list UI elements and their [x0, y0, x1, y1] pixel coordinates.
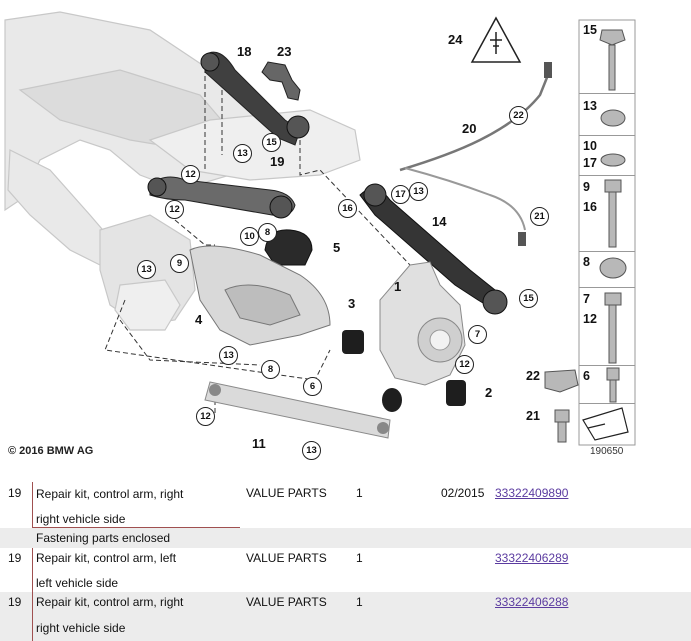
exploded-parts-diagram: 18 23 24 19 20 14 5 1 3 4 2 11 15 13 12 …: [4, 11, 636, 460]
circled-callout-17: 17: [391, 185, 410, 204]
circled-callout-12: 12: [165, 200, 184, 219]
panel-number-21: 21: [526, 409, 540, 423]
table-row-note: Fastening parts enclosed: [0, 528, 691, 548]
position-number: 19: [8, 551, 22, 565]
panel-number-17: 17: [583, 156, 597, 170]
callout-14: 14: [432, 214, 447, 229]
row-divider: [32, 592, 33, 641]
circled-callout-10: 10: [240, 227, 259, 246]
circled-callout-15: 15: [519, 289, 538, 308]
diagram-artwork: [4, 11, 636, 446]
circled-callout-7: 7: [468, 325, 487, 344]
supplement: VALUE PARTS: [246, 595, 327, 609]
circled-callout-12: 12: [196, 407, 215, 426]
circled-callout-21: 21: [530, 207, 549, 226]
circled-callout-9: 9: [170, 254, 189, 273]
circled-callout-16: 16: [338, 199, 357, 218]
part-number-link[interactable]: 33322406289: [495, 551, 569, 565]
callout-5: 5: [333, 240, 341, 255]
supplement: VALUE PARTS: [246, 486, 327, 500]
circled-callout-15: 15: [262, 133, 281, 152]
callout-11: 11: [252, 436, 266, 451]
circled-callout-13: 13: [219, 346, 238, 365]
panel-number-13: 13: [583, 99, 597, 113]
circled-callout-22: 22: [509, 106, 528, 125]
supplement: VALUE PARTS: [246, 551, 327, 565]
circled-callout-12: 12: [455, 355, 474, 374]
callout-20: 20: [462, 121, 477, 136]
callout-2: 2: [485, 385, 493, 400]
parts-list: 19 Repair kit, control arm, right right …: [0, 478, 691, 641]
circled-callout-8: 8: [261, 360, 280, 379]
description-detail: right vehicle side: [36, 512, 126, 526]
callout-19: 19: [270, 154, 285, 169]
quantity: 1: [356, 595, 363, 609]
side-panel-cell: [579, 135, 635, 176]
circled-callout-6: 6: [303, 377, 322, 396]
table-row[interactable]: 19 Repair kit, control arm, left left ve…: [0, 548, 691, 592]
callout-3: 3: [348, 296, 356, 311]
description: Repair kit, control arm, right: [36, 487, 184, 501]
circled-callout-13: 13: [409, 182, 428, 201]
panel-number-9: 9: [583, 180, 590, 194]
part-number-link[interactable]: 33322406288: [495, 595, 569, 609]
side-panel-cell: [579, 287, 635, 366]
description: Repair kit, control arm, left: [36, 551, 177, 565]
panel-number-6: 6: [583, 369, 590, 383]
panel-number-8: 8: [583, 255, 590, 269]
description-detail: right vehicle side: [36, 621, 126, 635]
circled-callout-12: 12: [181, 165, 200, 184]
image-number: 190650: [590, 446, 624, 457]
row-divider: [32, 482, 33, 528]
circled-callout-8: 8: [258, 223, 277, 242]
quantity: 1: [356, 551, 363, 565]
side-panel-cell: [579, 251, 635, 288]
callout-1: 1: [394, 279, 402, 294]
position-number: 19: [8, 486, 22, 500]
panel-number-7: 7: [583, 292, 590, 306]
description-detail: left vehicle side: [36, 576, 119, 590]
panel-number-15: 15: [583, 23, 597, 37]
circled-callout-13: 13: [302, 441, 321, 460]
table-row[interactable]: 19 Repair kit, control arm, right right …: [0, 478, 691, 526]
side-panel-cell: [579, 93, 635, 136]
panel-number-22: 22: [526, 369, 540, 383]
table-row[interactable]: 19 Repair kit, control arm, right right …: [0, 592, 691, 641]
side-panel-cell: [579, 365, 635, 404]
panel-number-10: 10: [583, 139, 597, 153]
row-divider: [32, 527, 240, 528]
side-panel-cell: [579, 20, 635, 94]
panel-number-16: 16: [583, 200, 597, 214]
callout-23: 23: [277, 44, 292, 59]
side-panel-cell: [579, 175, 635, 252]
date: 02/2015: [441, 486, 485, 500]
panel-number-12: 12: [583, 312, 597, 326]
callout-18: 18: [237, 44, 252, 59]
copyright-notice: © 2016 BMW AG: [8, 445, 94, 457]
callout-4: 4: [195, 312, 203, 327]
position-number: 19: [8, 595, 22, 609]
row-divider: [32, 548, 33, 592]
callout-24: 24: [448, 32, 463, 47]
description: Repair kit, control arm, right: [36, 595, 184, 609]
circled-callout-13: 13: [137, 260, 156, 279]
part-number-link[interactable]: 33322409890: [495, 486, 569, 500]
quantity: 1: [356, 486, 363, 500]
note-text: Fastening parts enclosed: [36, 531, 171, 545]
circled-callout-13: 13: [233, 144, 252, 163]
